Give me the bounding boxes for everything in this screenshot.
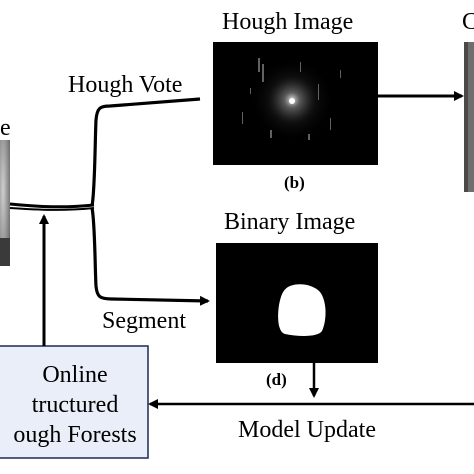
forests-line-3: ough Forests <box>13 422 137 448</box>
forests-line-2: tructured <box>31 392 119 418</box>
hough-branch-line <box>90 97 201 207</box>
input-image-partial <box>0 140 10 266</box>
hough-image <box>213 42 378 165</box>
output-image-title-partial: C <box>462 9 474 35</box>
forests-line-1: Online <box>42 362 108 388</box>
input-image-title-partial: e <box>0 115 11 141</box>
input-to-brace-line-2 <box>9 207 95 211</box>
binary-image <box>216 243 378 363</box>
binary-caption: (d) <box>266 370 287 389</box>
model-update-label: Model Update <box>238 417 376 443</box>
segment-branch-line <box>90 207 210 306</box>
binary-image-title: Binary Image <box>224 209 356 235</box>
online-forests-box <box>0 345 149 459</box>
hough-caption: (b) <box>284 173 305 192</box>
hough-image-title: Hough Image <box>222 9 354 35</box>
hough-vote-label: Hough Vote <box>68 72 183 98</box>
input-to-brace-line <box>9 202 95 209</box>
online-forests-label: Online tructured ough Forests <box>0 346 150 458</box>
segment-label: Segment <box>102 308 186 334</box>
output-image-partial <box>464 42 474 192</box>
